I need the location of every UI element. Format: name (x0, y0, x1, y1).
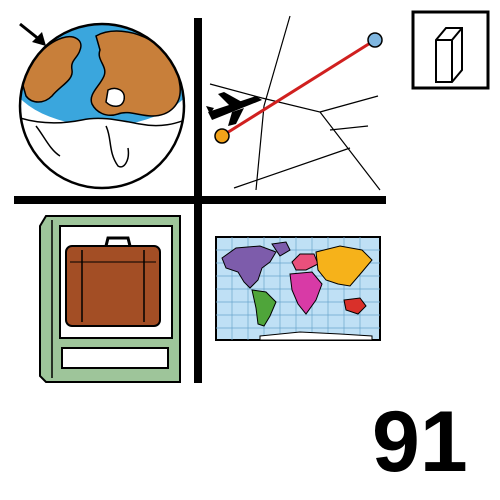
book-icon (411, 10, 490, 90)
antarctica (259, 331, 373, 341)
world-map-icon (215, 236, 381, 341)
asia (315, 245, 373, 287)
north-america (221, 245, 277, 289)
africa (289, 271, 323, 315)
south-america (251, 289, 277, 327)
suitcase-icon (65, 236, 161, 327)
arrow-icon (19, 22, 46, 46)
globe-land (21, 36, 82, 103)
card-number: 91 (372, 394, 468, 490)
divider-cross (14, 18, 386, 383)
origin-dot (214, 128, 230, 144)
destination-dot (367, 32, 383, 48)
flight-route-icon (206, 15, 383, 191)
greenland (271, 241, 291, 257)
australia (343, 297, 367, 315)
suitcase-card-icon (39, 215, 181, 383)
airplane-icon (206, 92, 262, 126)
